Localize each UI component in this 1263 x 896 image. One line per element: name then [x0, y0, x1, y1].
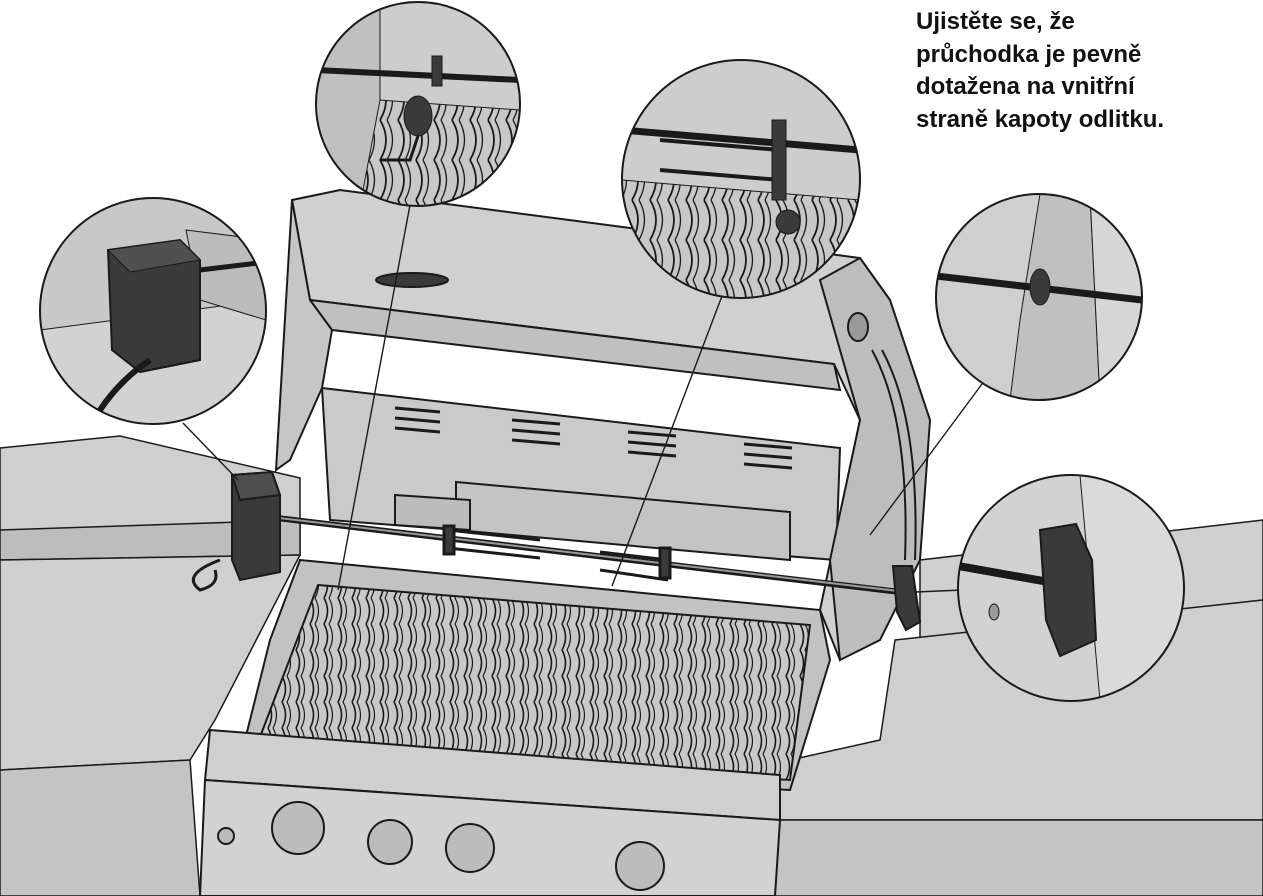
- instruction-caption: Ujistěte se, že průchodka je pevně dotaž…: [916, 6, 1256, 136]
- detail-circle-handle: [957, 474, 1185, 702]
- leader-lines: [182, 204, 983, 593]
- rotisserie-motor: [191, 470, 282, 592]
- control-panel: [198, 728, 782, 896]
- caption-line-1: Ujistěte se, že: [916, 8, 1075, 35]
- spit: [259, 513, 901, 595]
- detail-circle-spit-end: [315, 1, 521, 207]
- caption-line-4: straně kapoty odlitku.: [916, 105, 1165, 133]
- knob: [217, 801, 665, 891]
- firebox: [238, 558, 832, 792]
- meat-fork: [442, 524, 672, 582]
- caption-line-2: průchodka je pevně: [916, 40, 1142, 68]
- detail-circle-forks: [621, 59, 861, 299]
- rear-burner: [394, 480, 791, 562]
- detail-circle-motor: [39, 197, 267, 425]
- detail-circle-bushing: [935, 193, 1143, 401]
- spit-handle: [891, 565, 922, 632]
- caption-line-3: dotažena na vnitřní: [916, 73, 1135, 100]
- hood-vents: [394, 406, 793, 470]
